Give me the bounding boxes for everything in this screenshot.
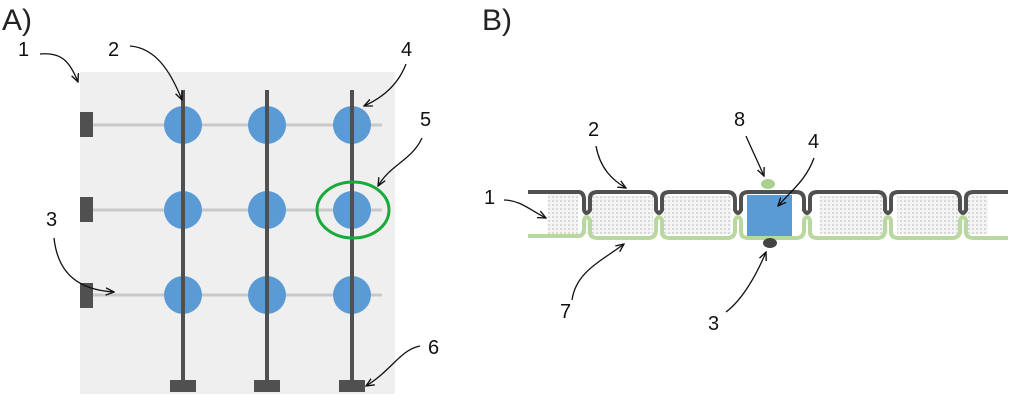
column-pad-2 — [254, 380, 280, 392]
callout-b-1-arrow — [503, 199, 546, 218]
row-pad-3 — [80, 283, 93, 308]
cells — [548, 194, 988, 237]
callout-a-1: 1 — [18, 39, 29, 61]
callout-b-3-arrow — [725, 252, 766, 313]
callout-a-5-arrow — [378, 137, 423, 186]
callout-a-4-arrow — [364, 63, 407, 106]
callout-b-8-arrow — [745, 135, 764, 176]
panel-a: A) — [2, 4, 439, 394]
callout-a-3-arrow — [53, 237, 114, 292]
cell-highlighted — [747, 195, 792, 237]
callout-b-1: 1 — [484, 187, 495, 209]
row-pad-1 — [80, 112, 93, 137]
callout-b-4-arrow — [778, 157, 815, 206]
column-lines — [181, 90, 354, 382]
green-dot — [761, 179, 775, 189]
cell-3 — [820, 196, 888, 234]
top-layer — [528, 190, 1008, 215]
callout-b-7: 7 — [560, 301, 571, 323]
callout-b-3: 3 — [708, 313, 719, 335]
row-pads — [80, 112, 93, 308]
callout-b-4: 4 — [808, 131, 819, 153]
panel-a-callouts: 1 2 3 4 5 6 — [18, 39, 439, 386]
callout-a-4: 4 — [401, 39, 412, 61]
column-pad-1 — [170, 380, 196, 392]
callout-a-1-arrow — [39, 53, 78, 82]
cell-0 — [548, 194, 578, 234]
cell-5 — [966, 194, 988, 234]
callout-b-8: 8 — [734, 109, 745, 131]
panel-a-label: A) — [2, 4, 32, 37]
panel-b-label: B) — [482, 4, 512, 37]
highlight-ring — [315, 180, 391, 240]
column-pad-3 — [339, 380, 365, 392]
callout-b-7-arrow — [571, 244, 624, 301]
cell-2 — [663, 196, 731, 234]
callout-a-2: 2 — [108, 39, 119, 61]
cell-4 — [897, 196, 965, 234]
row-pad-2 — [80, 197, 93, 222]
callout-a-6-arrow — [366, 345, 421, 386]
callout-a-6: 6 — [428, 337, 439, 359]
callout-b-2-arrow — [595, 145, 626, 188]
callout-a-2-arrow — [129, 45, 182, 100]
panel-b: B) 1 2 7 8 4 — [482, 4, 1008, 335]
callout-b-2: 2 — [588, 119, 599, 141]
callout-a-3: 3 — [46, 209, 57, 231]
cell-1 — [585, 196, 653, 234]
column-pads — [170, 380, 365, 392]
panel-b-callouts: 1 2 7 8 4 3 — [484, 109, 819, 335]
dark-dot — [763, 238, 777, 248]
callout-a-5: 5 — [420, 109, 431, 131]
bottom-layer — [528, 215, 1008, 240]
